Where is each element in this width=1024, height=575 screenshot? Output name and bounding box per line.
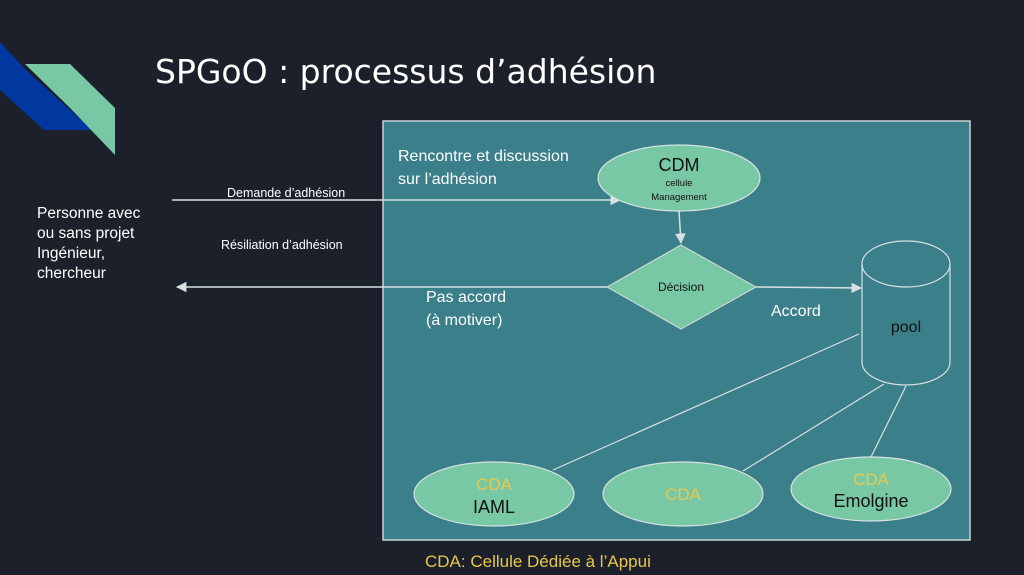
decision-label: Décision <box>658 280 704 294</box>
cda-tag: CDA <box>665 485 702 504</box>
cda-tag: CDA <box>476 475 513 494</box>
pool-to-cda-emolgine-link <box>870 385 907 458</box>
cdm-sub1: cellule <box>666 178 693 189</box>
corner-decoration <box>0 42 115 155</box>
deco-blue-band <box>0 42 92 130</box>
pool-label: pool <box>891 319 921 336</box>
cda-tag: CDA <box>853 470 890 489</box>
actor-line: chercheur <box>37 265 106 282</box>
panel-caption-line2: sur l’adhésion <box>398 171 497 188</box>
cda-name: IAML <box>473 497 515 517</box>
cda-node-iaml: CDA IAML <box>413 461 575 527</box>
cda-footnote: CDA: Cellule Dédiée à l’Appui <box>425 552 651 571</box>
pool-to-cda-middle-link <box>742 383 885 472</box>
cdm-sub2: Management <box>651 192 707 203</box>
pool-node: pool <box>861 240 951 386</box>
cdm-to-decision-arrow <box>675 210 686 245</box>
cda-name: Emolgine <box>833 491 908 511</box>
cdm-node: CDM cellule Management <box>597 144 761 212</box>
panel-caption-line1: Rencontre et discussion <box>398 148 569 165</box>
accepted-arrow <box>755 282 863 294</box>
rejected-label-line1: Pas accord <box>426 289 506 306</box>
pool-to-cda-iaml-link <box>552 333 860 471</box>
cdm-title: CDM <box>659 155 700 175</box>
slide-title: SPGoO : processus d’adhésion <box>155 52 657 91</box>
deco-green-band <box>25 64 115 155</box>
actor-line: Personne avec <box>37 205 141 222</box>
cda-node-middle: CDA <box>602 461 764 527</box>
request-label: Demande d’adhésion <box>227 186 345 200</box>
rejected-label-line2: (à motiver) <box>426 312 502 329</box>
termination-label: Résiliation d’adhésion <box>221 238 343 252</box>
actor-person: Personne avec ou sans projet Ingénieur, … <box>37 204 140 284</box>
actor-line: Ingénieur, <box>37 245 106 262</box>
decision-node: Décision <box>605 244 758 330</box>
accepted-label: Accord <box>771 303 821 320</box>
actor-line: ou sans projet <box>37 225 135 242</box>
cda-node-emolgine: CDA Emolgine <box>790 456 952 522</box>
